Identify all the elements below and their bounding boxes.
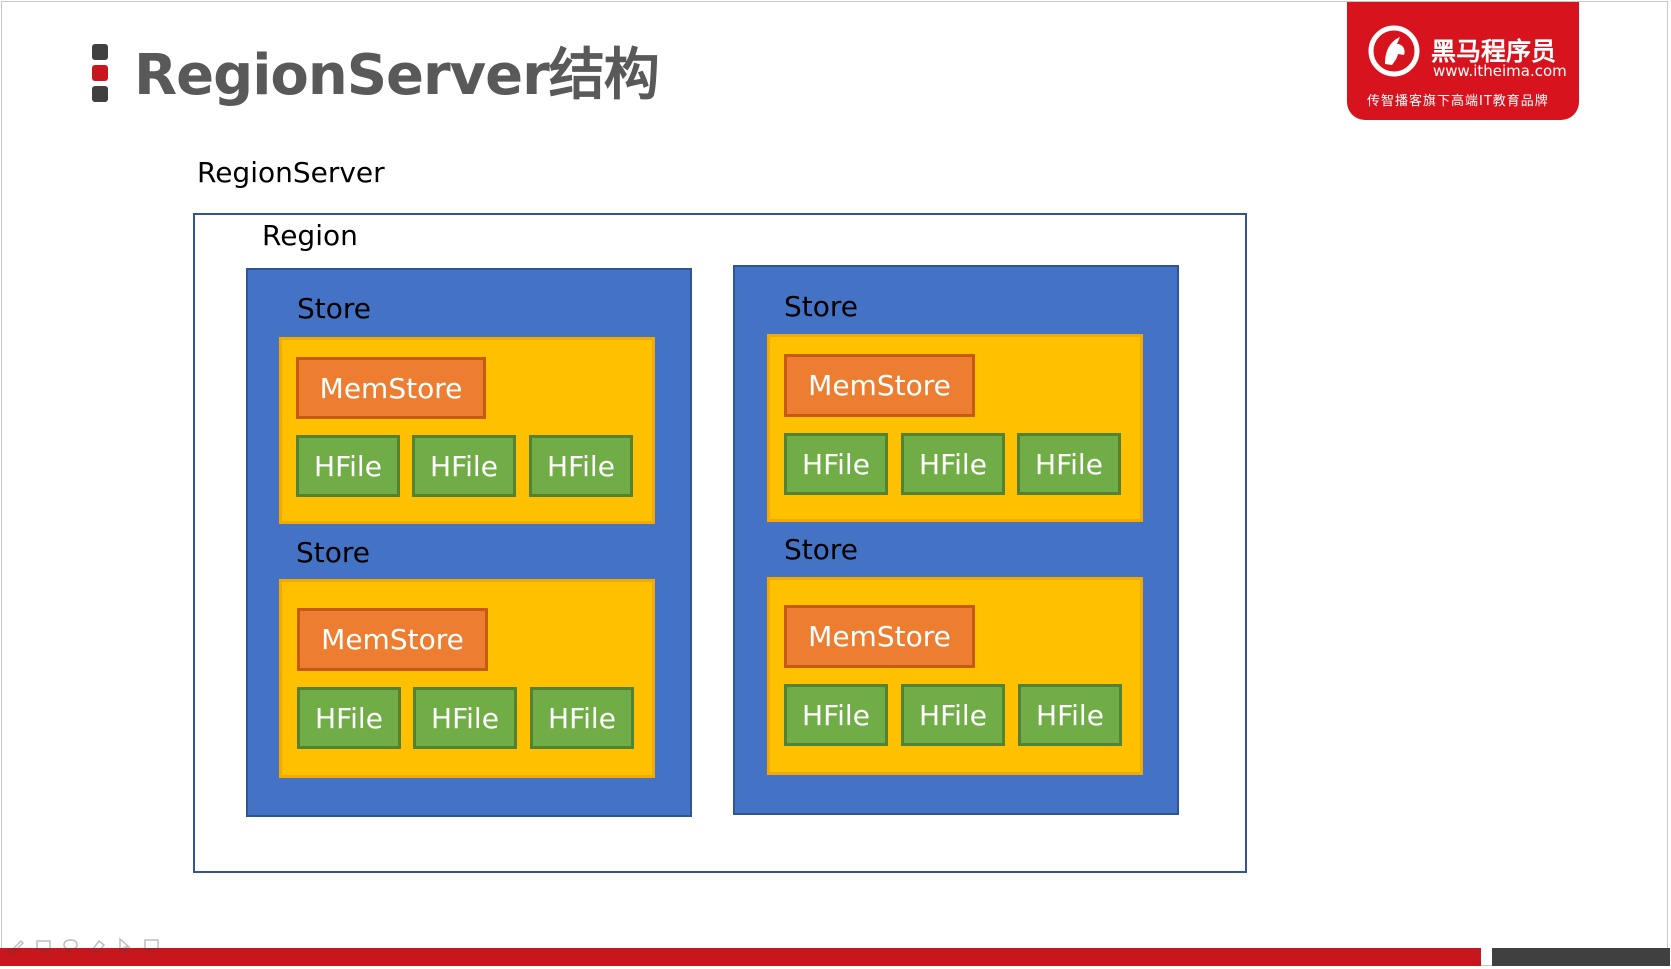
memstore-block: MemStore xyxy=(784,605,975,668)
chat-icon[interactable] xyxy=(62,937,79,954)
bullet-block-middle xyxy=(92,65,108,81)
bullet-block-bottom xyxy=(92,86,108,102)
store-label: Store xyxy=(784,533,859,566)
itheima-logo: 黑马程序员 www.itheima.com 传智播客旗下高端IT教育品牌 xyxy=(1347,2,1579,120)
logo-url: www.itheima.com xyxy=(1433,62,1567,80)
pointer-icon[interactable] xyxy=(116,937,133,954)
region-label: Region xyxy=(262,219,358,252)
store-label: Store xyxy=(296,536,371,569)
presentation-toolbar xyxy=(8,937,160,954)
slide-title: RegionServer结构 xyxy=(134,43,660,108)
hfile-block: HFile xyxy=(784,684,888,746)
hfile-block: HFile xyxy=(413,687,517,749)
hfile-block: HFile xyxy=(530,687,634,749)
bullet-block-top xyxy=(92,44,108,60)
footer-dark-bar xyxy=(1492,948,1670,966)
hfile-block: HFile xyxy=(297,687,401,749)
hfile-block: HFile xyxy=(1018,684,1122,746)
regionserver-label: RegionServer xyxy=(197,156,385,189)
hfile-block: HFile xyxy=(784,433,888,495)
hfile-block: HFile xyxy=(412,435,516,497)
hfile-block: HFile xyxy=(1017,433,1121,495)
logo-slogan: 传智播客旗下高端IT教育品牌 xyxy=(1367,94,1549,109)
hfile-block: HFile xyxy=(296,435,400,497)
pen-icon[interactable] xyxy=(8,937,25,954)
eraser-icon[interactable] xyxy=(89,937,106,954)
comment-icon[interactable] xyxy=(143,937,160,954)
footer-red-bar xyxy=(0,948,1481,966)
screen-icon[interactable] xyxy=(35,937,52,954)
hfile-block: HFile xyxy=(901,433,1005,495)
horse-head-logo-icon xyxy=(1368,25,1420,77)
store-label: Store xyxy=(784,290,859,323)
memstore-block: MemStore xyxy=(296,357,486,419)
memstore-block: MemStore xyxy=(297,608,488,671)
hfile-block: HFile xyxy=(529,435,633,497)
memstore-block: MemStore xyxy=(784,354,975,417)
store-label: Store xyxy=(297,292,372,325)
hfile-block: HFile xyxy=(901,684,1005,746)
logo-brand-name: 黑马程序员 xyxy=(1431,37,1557,66)
